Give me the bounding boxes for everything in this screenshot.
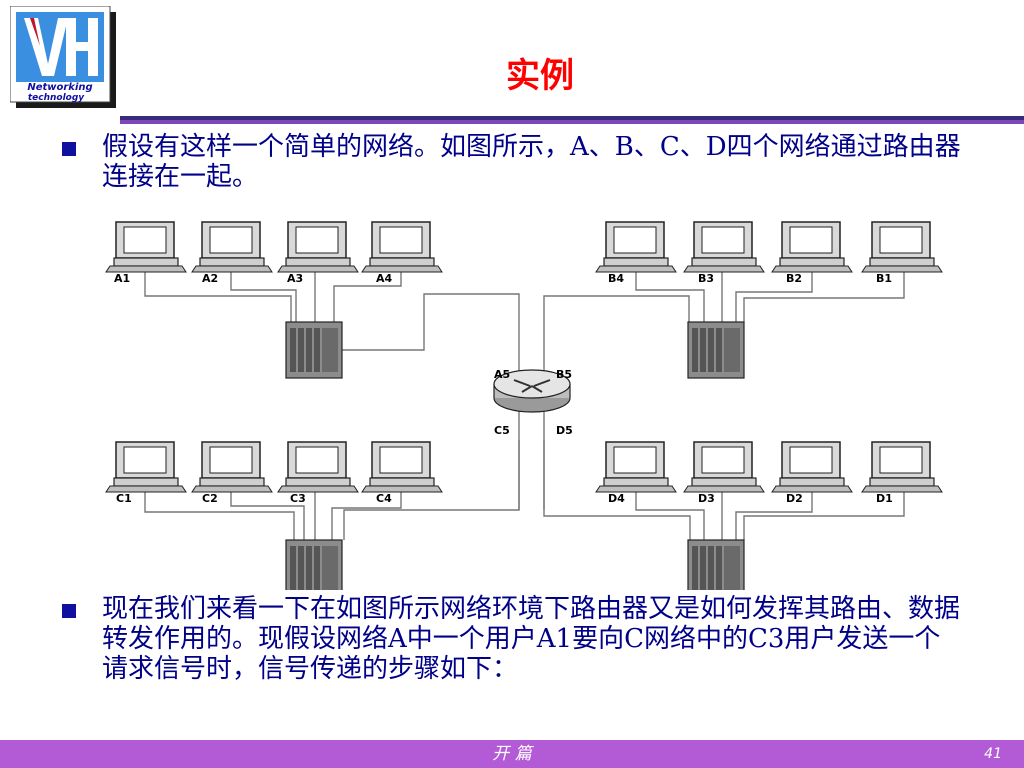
- pc-c4: [361, 441, 443, 493]
- pc-b4: [595, 221, 677, 273]
- label-c3: C3: [290, 492, 306, 505]
- pc-a3: [277, 221, 359, 273]
- label-a5: A5: [494, 368, 510, 381]
- hub-a: [285, 321, 343, 379]
- logo-text-line1: Networking: [27, 82, 92, 93]
- label-c2: C2: [202, 492, 218, 505]
- label-b1: B1: [876, 272, 892, 285]
- bullet-marker: [62, 604, 76, 618]
- label-c1: C1: [116, 492, 132, 505]
- label-d1: D1: [876, 492, 893, 505]
- hub-b: [687, 321, 745, 379]
- label-b2: B2: [786, 272, 802, 285]
- label-c4: C4: [376, 492, 392, 505]
- label-d5: D5: [556, 424, 573, 437]
- pc-a4: [361, 221, 443, 273]
- pc-b3: [683, 221, 765, 273]
- pc-b1: [861, 221, 943, 273]
- logo-text-line2: technology: [28, 93, 85, 103]
- hub-c: [285, 539, 343, 590]
- pc-d4: [595, 441, 677, 493]
- title-divider: [120, 116, 1024, 124]
- label-b4: B4: [608, 272, 624, 285]
- bullet-marker: [62, 142, 76, 156]
- footer-section-label: 开 篇: [492, 744, 532, 764]
- label-a2: A2: [202, 272, 218, 285]
- label-b5: B5: [556, 368, 572, 381]
- label-a3: A3: [287, 272, 303, 285]
- vh-logo: Networking technology: [10, 6, 116, 108]
- router-icon: [493, 369, 571, 413]
- pc-d1: [861, 441, 943, 493]
- slide-title: 实例: [506, 56, 574, 96]
- label-d4: D4: [608, 492, 625, 505]
- pc-b2: [771, 221, 853, 273]
- pc-a1: [105, 221, 187, 273]
- label-a1: A1: [114, 272, 130, 285]
- network-diagram: A1 A2 A3 A4 B4 B3 B2 B1 A5 B5 C5 D5: [105, 221, 943, 590]
- footer-bar: 开 篇 41: [0, 740, 1024, 768]
- pc-a2: [191, 221, 273, 273]
- label-b3: B3: [698, 272, 714, 285]
- pc-c3: [277, 441, 359, 493]
- pc-c1: [105, 441, 187, 493]
- pc-c2: [191, 441, 273, 493]
- pc-d3: [683, 441, 765, 493]
- bullet-text-2: 现在我们来看一下在如图所示网络环境下路由器又是如何发挥其路由、数据转发作用的。现…: [102, 594, 961, 684]
- page-number: 41: [984, 746, 1002, 762]
- pc-d2: [771, 441, 853, 493]
- label-a4: A4: [376, 272, 393, 285]
- hub-d: [687, 539, 745, 590]
- bullet-text-1: 假设有这样一个简单的网络。如图所示，A、B、C、D四个网络通过路由器连接在一起。: [102, 132, 961, 192]
- label-d3: D3: [698, 492, 715, 505]
- label-d2: D2: [786, 492, 803, 505]
- label-c5: C5: [494, 424, 510, 437]
